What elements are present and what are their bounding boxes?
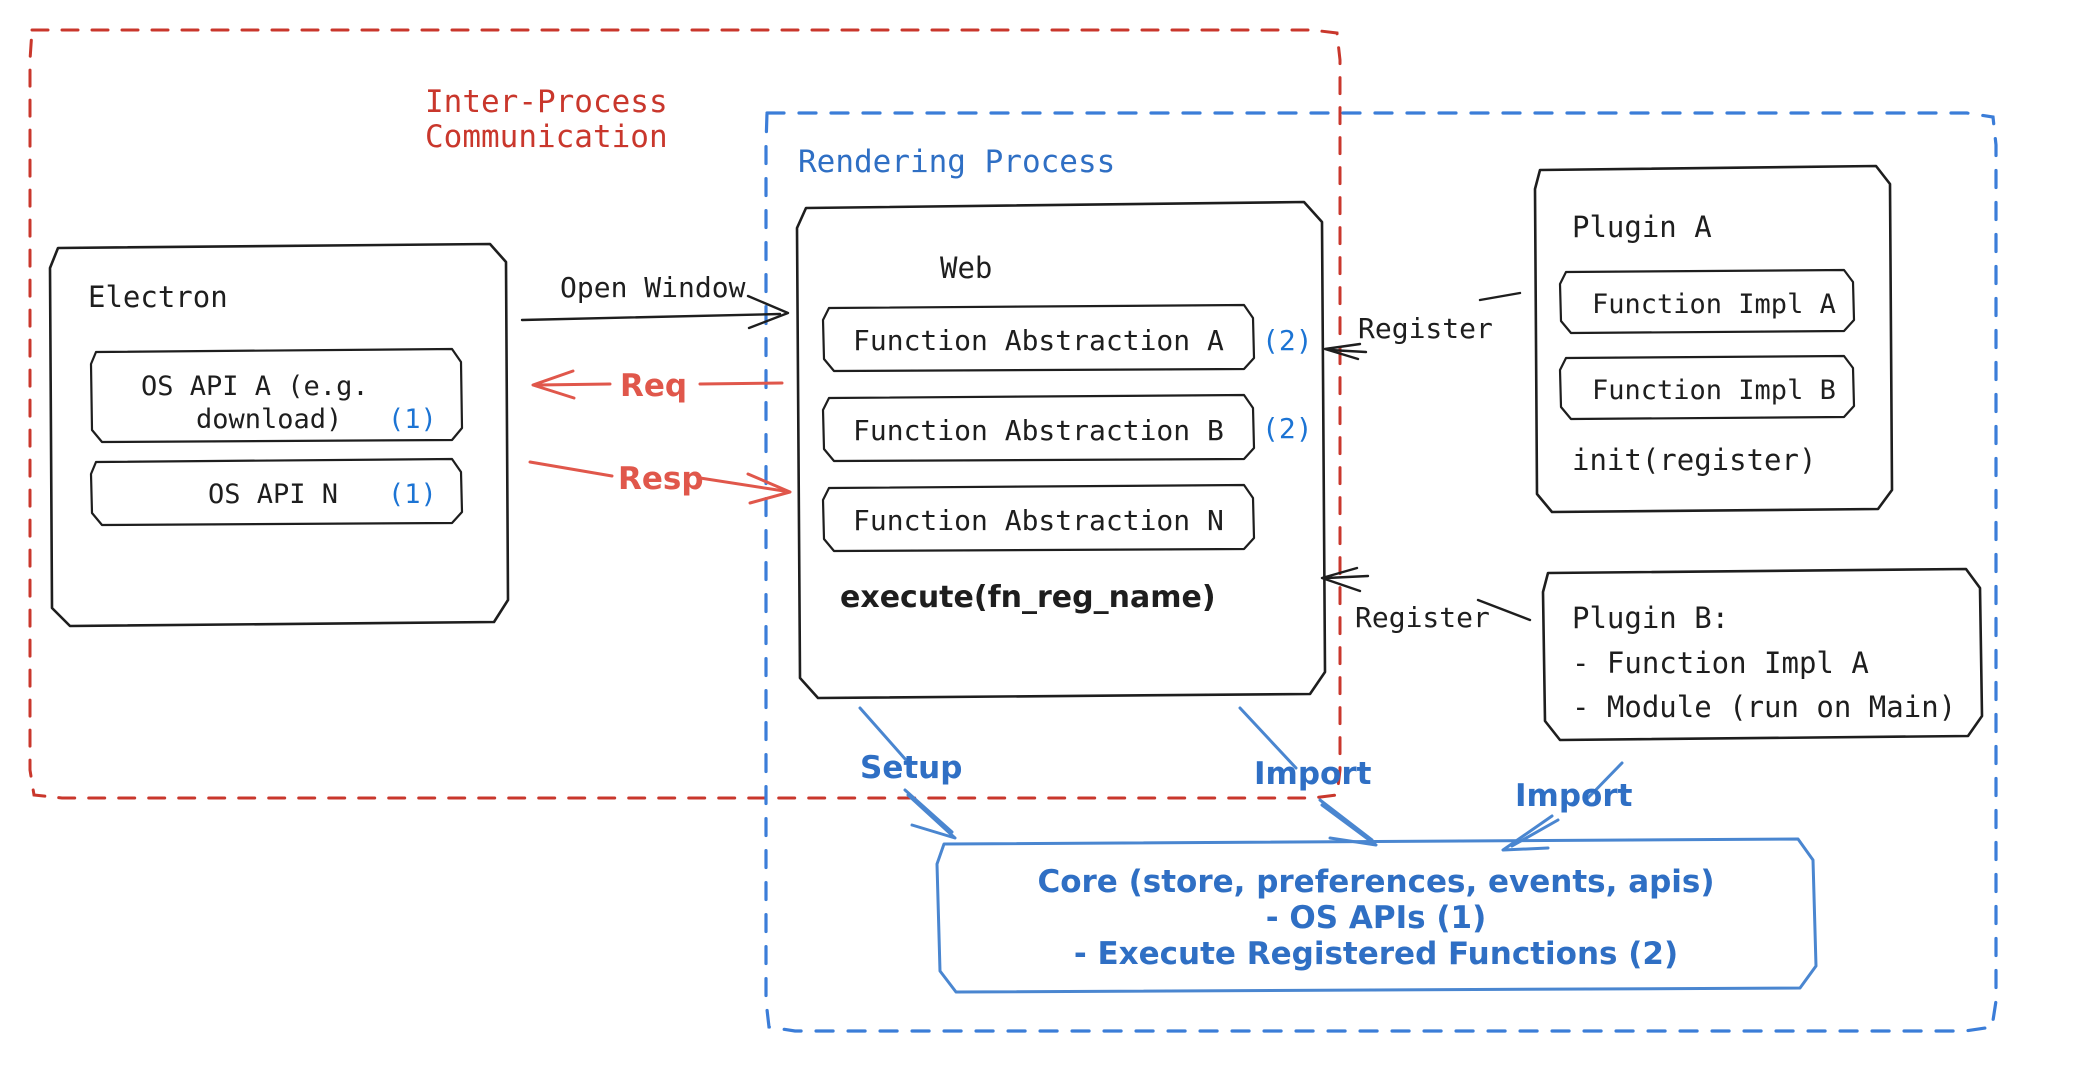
os-api-n-outline — [89, 457, 464, 527]
plugin-a-title: Plugin A — [1572, 210, 1712, 244]
function-abstraction-b-ref: (2) — [1262, 412, 1313, 445]
function-abstraction-n-outline — [821, 483, 1256, 553]
setup-label: Setup — [860, 750, 962, 786]
edge-register-top: Register — [1323, 291, 1522, 361]
plugin-b-box: Plugin B: - Function Impl A - Module (ru… — [1541, 567, 1984, 742]
import-plugin-b-label: Import — [1515, 778, 1633, 814]
edge-register-bottom: Register — [1320, 566, 1532, 634]
import-web-arrowhead — [1320, 803, 1378, 847]
electron-box: Electron OS API A (e.g. download) (1) OS… — [48, 242, 510, 628]
function-impl-b-box[interactable]: Function Impl B — [1558, 354, 1856, 421]
group-inter-process-communication: Inter-Process Communication — [28, 28, 1342, 800]
os-api-a-line2: download) — [196, 404, 342, 435]
function-impl-a-label: Function Impl A — [1592, 289, 1836, 320]
web-title: Web — [940, 251, 992, 285]
core-line-3: - Execute Registered Functions (2) — [1074, 936, 1678, 972]
plugin-a-box-outline — [1533, 164, 1894, 514]
resp-label: Resp — [618, 461, 704, 497]
edge-resp: Resp — [528, 460, 792, 505]
function-impl-b-outline — [1558, 354, 1856, 421]
edge-import-plugin-b: Import — [1501, 761, 1633, 852]
function-abstraction-a-outline — [821, 303, 1256, 373]
register-bottom-label: Register — [1355, 601, 1490, 634]
function-abstraction-a-box[interactable]: Function Abstraction A — [821, 303, 1256, 373]
open-window-line — [520, 312, 782, 322]
edge-open-window: Open Window — [520, 271, 790, 330]
function-abstraction-b-box[interactable]: Function Abstraction B — [821, 393, 1256, 463]
setup-line-lower — [903, 788, 954, 834]
resp-arrowhead — [746, 472, 792, 505]
ipc-dashed-border — [28, 28, 1342, 800]
core-box-outline — [935, 837, 1818, 994]
register-bottom-stub — [1325, 574, 1370, 580]
function-abstraction-a-ref: (2) — [1262, 324, 1313, 357]
open-window-arrowhead — [746, 294, 790, 330]
import-plugin-b-line-lower — [1510, 818, 1560, 848]
edge-import-web: Import — [1238, 706, 1378, 847]
register-bottom-line — [1476, 598, 1532, 622]
resp-line-left — [528, 460, 614, 478]
import-plugin-b-line-upper — [1584, 761, 1624, 802]
register-top-line — [1478, 291, 1522, 302]
setup-arrowhead — [906, 793, 957, 840]
os-api-n-label: OS API N — [208, 479, 338, 510]
register-top-stub — [1328, 348, 1368, 354]
ipc-title-line2: Communication — [425, 119, 668, 155]
import-web-line-upper — [1238, 706, 1298, 770]
function-abstraction-n-label: Function Abstraction N — [853, 504, 1224, 537]
core-box: Core (store, preferences, events, apis) … — [935, 837, 1818, 994]
import-web-line-lower — [1318, 798, 1374, 842]
function-abstraction-n-box[interactable]: Function Abstraction N — [821, 483, 1256, 553]
import-web-label: Import — [1254, 756, 1372, 792]
req-line-right — [698, 381, 784, 386]
register-top-label: Register — [1358, 312, 1493, 345]
resp-line-right — [698, 476, 786, 493]
web-execute-label: execute(fn_reg_name) — [840, 580, 1216, 615]
req-label: Req — [620, 368, 687, 404]
register-bottom-arrowhead — [1320, 566, 1362, 593]
electron-title: Electron — [88, 280, 228, 314]
register-top-arrowhead — [1323, 342, 1362, 361]
function-impl-b-label: Function Impl B — [1592, 375, 1836, 406]
os-api-a-line1: OS API A (e.g. — [141, 371, 369, 402]
function-impl-a-box[interactable]: Function Impl A — [1558, 268, 1856, 335]
edge-setup: Setup — [858, 706, 962, 840]
core-line-1: Core (store, preferences, events, apis) — [1037, 864, 1714, 900]
core-line-2: - OS APIs (1) — [1266, 900, 1487, 936]
edge-req: Req — [531, 368, 784, 404]
plugin-b-item-0: - Function Impl A — [1572, 646, 1869, 680]
plugin-b-item-1: - Module (run on Main) — [1572, 690, 1956, 724]
function-abstraction-b-label: Function Abstraction B — [853, 414, 1224, 447]
os-api-a-ref: (1) — [388, 404, 437, 435]
os-api-n-ref: (1) — [388, 479, 437, 510]
rendering-process-title: Rendering Process — [798, 144, 1115, 180]
function-impl-a-outline — [1558, 268, 1856, 335]
req-arrowhead — [531, 369, 576, 400]
plugin-b-title: Plugin B: — [1572, 601, 1729, 635]
os-api-a-outline — [89, 347, 464, 444]
req-line-left — [536, 382, 612, 387]
plugin-a-init-label: init(register) — [1572, 443, 1816, 477]
os-api-n-box[interactable]: OS API N (1) — [89, 457, 464, 527]
setup-line-upper — [858, 706, 908, 762]
plugin-a-box: Plugin A Function Impl A Function Impl B… — [1533, 164, 1894, 514]
web-box: Web Function Abstraction A (2) Function … — [795, 200, 1327, 700]
plugin-b-box-outline — [1541, 567, 1984, 742]
import-plugin-b-arrowhead — [1501, 814, 1554, 852]
rendering-dashed-border — [764, 111, 1998, 1033]
group-rendering-process: Rendering Process — [764, 111, 1998, 1033]
function-abstraction-a-label: Function Abstraction A — [853, 324, 1224, 357]
ipc-title-line1: Inter-Process — [425, 84, 668, 120]
open-window-label: Open Window — [560, 271, 746, 304]
os-api-a-box[interactable]: OS API A (e.g. download) (1) — [89, 347, 464, 444]
function-abstraction-b-outline — [821, 393, 1256, 463]
